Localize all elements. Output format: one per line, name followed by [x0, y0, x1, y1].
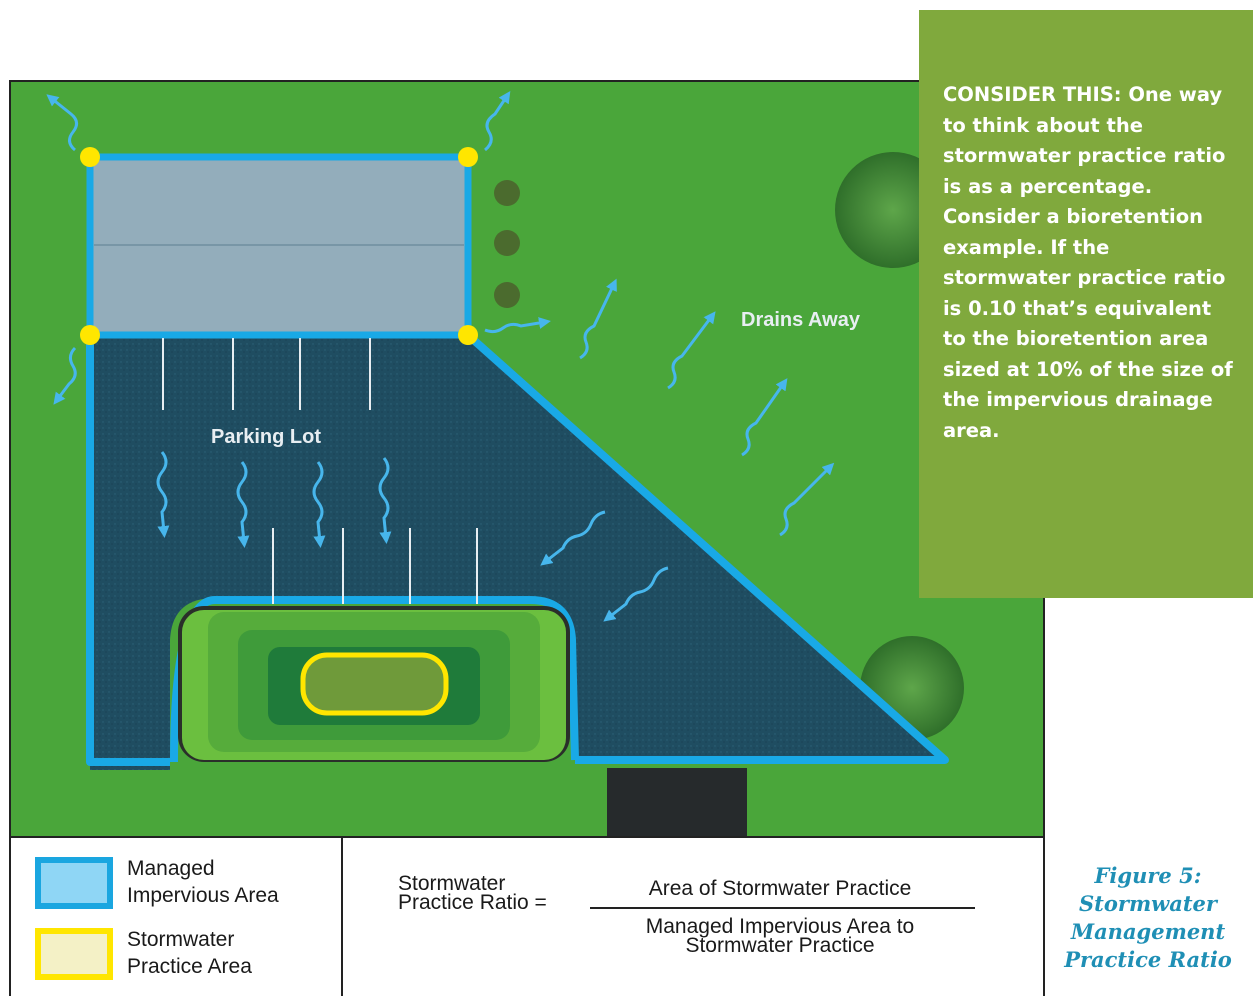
outflow-arrows: [46, 91, 835, 537]
parking-stripes: [162, 338, 478, 604]
inflow-arrows: [156, 451, 669, 622]
formula-numerator: Area of Stormwater Practice: [648, 877, 912, 900]
stormwater-practice-swatch: [35, 928, 113, 980]
figure-caption: Figure 5: Stormwater Management Practice…: [1064, 863, 1232, 972]
shrub-icon: [494, 180, 520, 206]
consider-this-callout: CONSIDER THIS: One way to think about th…: [919, 10, 1253, 598]
managed-area-boundary: [86, 332, 949, 766]
drains-away-label: Drains Away: [741, 309, 861, 331]
parking-lot: [90, 335, 945, 770]
stormwater-practice-area: [300, 652, 449, 716]
legend-label-managed-impervious: Managed Impervious Area: [127, 857, 279, 907]
legend-panel: [10, 837, 1044, 996]
corner-point: [80, 147, 100, 167]
managed-impervious-swatch: [35, 857, 113, 909]
legend-label-stormwater-practice: Stormwater Practice Area: [127, 928, 252, 978]
formula-ratio-label: Stormwater Practice Ratio =: [398, 872, 547, 914]
formula-denominator: Managed Impervious Area to Stormwater Pr…: [645, 915, 915, 957]
shrub-icon: [494, 230, 520, 256]
driveway: [607, 768, 747, 838]
corner-point: [458, 147, 478, 167]
parking-lot-label: Parking Lot: [211, 426, 321, 448]
callout-text: CONSIDER THIS: One way to think about th…: [943, 83, 1233, 442]
corner-point: [458, 325, 478, 345]
shrub-icon: [494, 282, 520, 308]
corner-point: [80, 325, 100, 345]
